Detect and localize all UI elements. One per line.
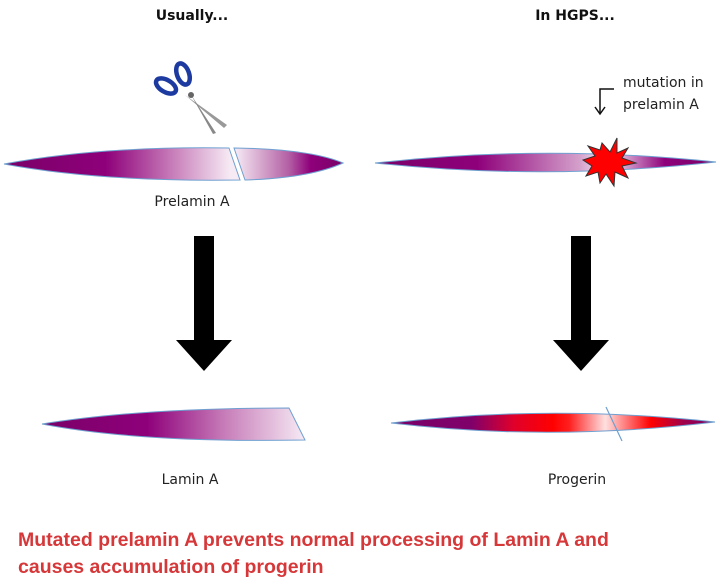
progerin-shape (390, 406, 716, 442)
down-arrow-right-icon (553, 236, 609, 371)
caption-line2: causes accumulation of progerin (18, 556, 324, 578)
down-arrow-left-icon (176, 236, 232, 371)
header-hgps: In HGPS... (535, 8, 615, 24)
mutation-starburst-icon (581, 137, 638, 188)
prelamin-a-cleaved (3, 147, 345, 181)
lamin-a-label: Lamin A (162, 472, 219, 488)
mutated-prelamin-a (374, 137, 717, 188)
header-usually: Usually... (156, 8, 229, 24)
mutation-label-line2: prelamin A (623, 97, 699, 113)
scissors-icon (153, 61, 227, 134)
progerin-label: Progerin (548, 472, 606, 488)
mutation-pointer-arrow-icon (594, 88, 614, 116)
caption-line1: Mutated prelamin A prevents normal proce… (18, 529, 609, 551)
lamin-a-shape (41, 407, 306, 441)
mutation-label-line1: mutation in (623, 75, 704, 91)
caption: Mutated prelamin A prevents normal proce… (18, 527, 718, 581)
prelamin-a-label: Prelamin A (154, 194, 230, 210)
